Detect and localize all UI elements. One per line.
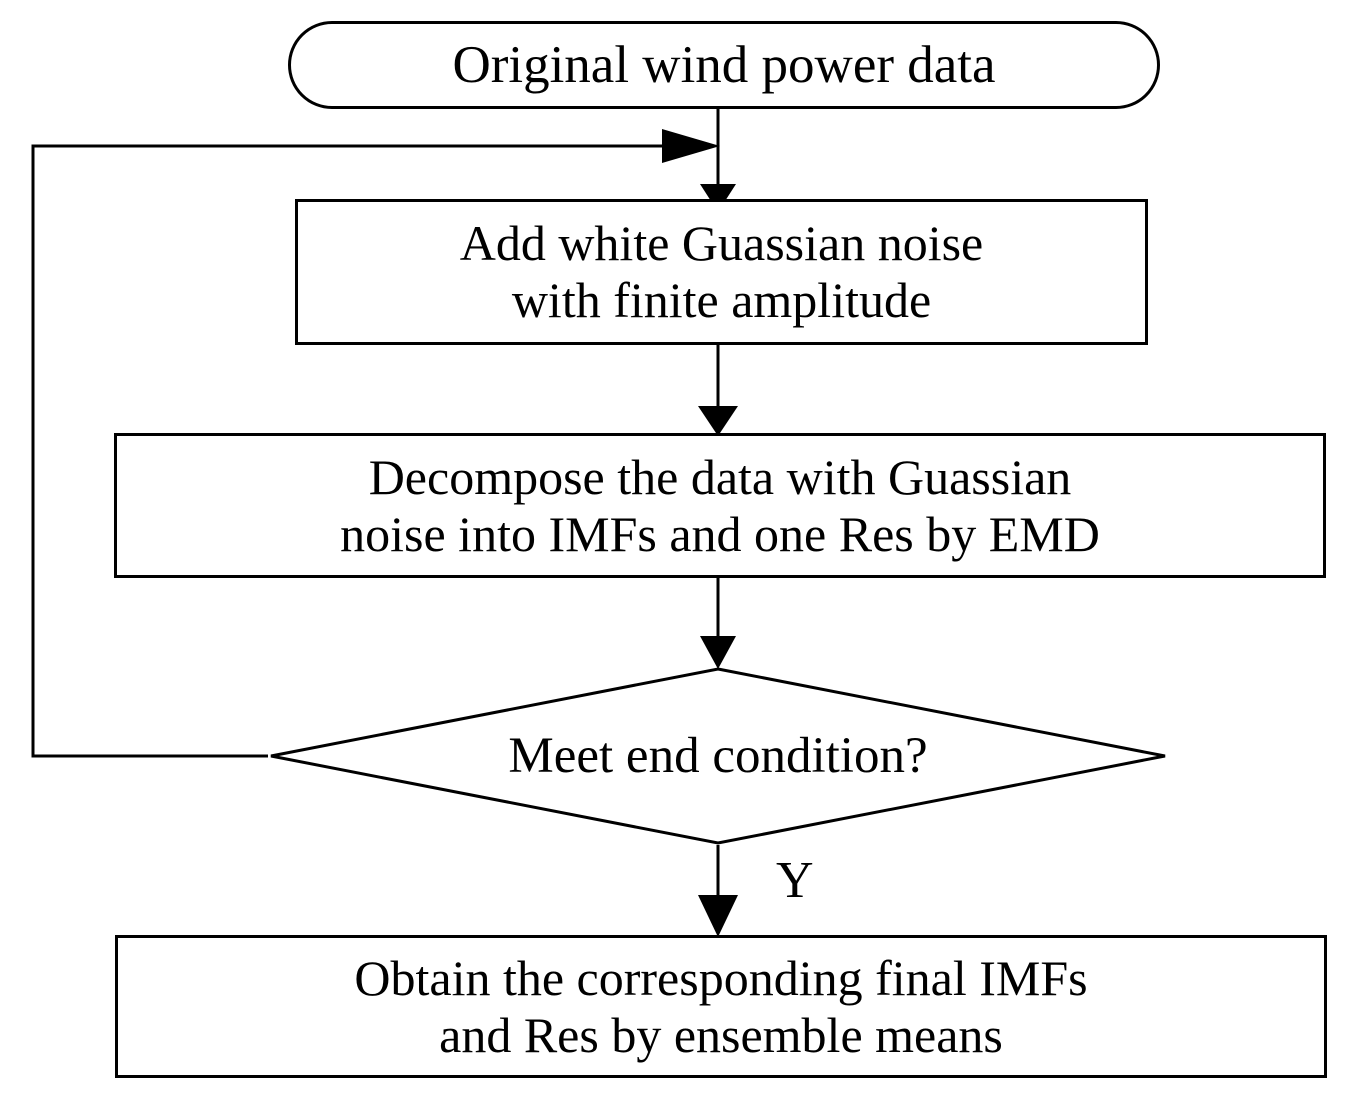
edge-decision-to-obtain	[698, 845, 738, 937]
node-obtain-final-imfs[interactable]: Obtain the corresponding final IMFs and …	[115, 935, 1327, 1078]
edge-start-to-add-noise	[700, 109, 736, 212]
node-original-wind-power-data[interactable]: Original wind power data	[288, 21, 1160, 109]
node-add-noise-label: Add white Guassian noise with finite amp…	[459, 215, 984, 328]
node-start-label: Original wind power data	[452, 35, 996, 94]
node-decision-label: Meet end condition?	[508, 727, 928, 784]
node-decompose-data-emd[interactable]: Decompose the data with Guassian noise i…	[114, 433, 1326, 578]
node-obtain-label: Obtain the corresponding final IMFs and …	[354, 949, 1088, 1063]
node-decompose-label: Decompose the data with Guassian noise i…	[340, 448, 1100, 562]
edge-decompose-to-decision	[700, 577, 736, 669]
node-meet-end-condition[interactable]: Meet end condition?	[268, 667, 1168, 845]
edge-label-yes: Y	[776, 852, 814, 909]
edge-add-noise-to-decompose	[698, 344, 738, 436]
node-add-white-guassian-noise[interactable]: Add white Guassian noise with finite amp…	[295, 199, 1148, 345]
